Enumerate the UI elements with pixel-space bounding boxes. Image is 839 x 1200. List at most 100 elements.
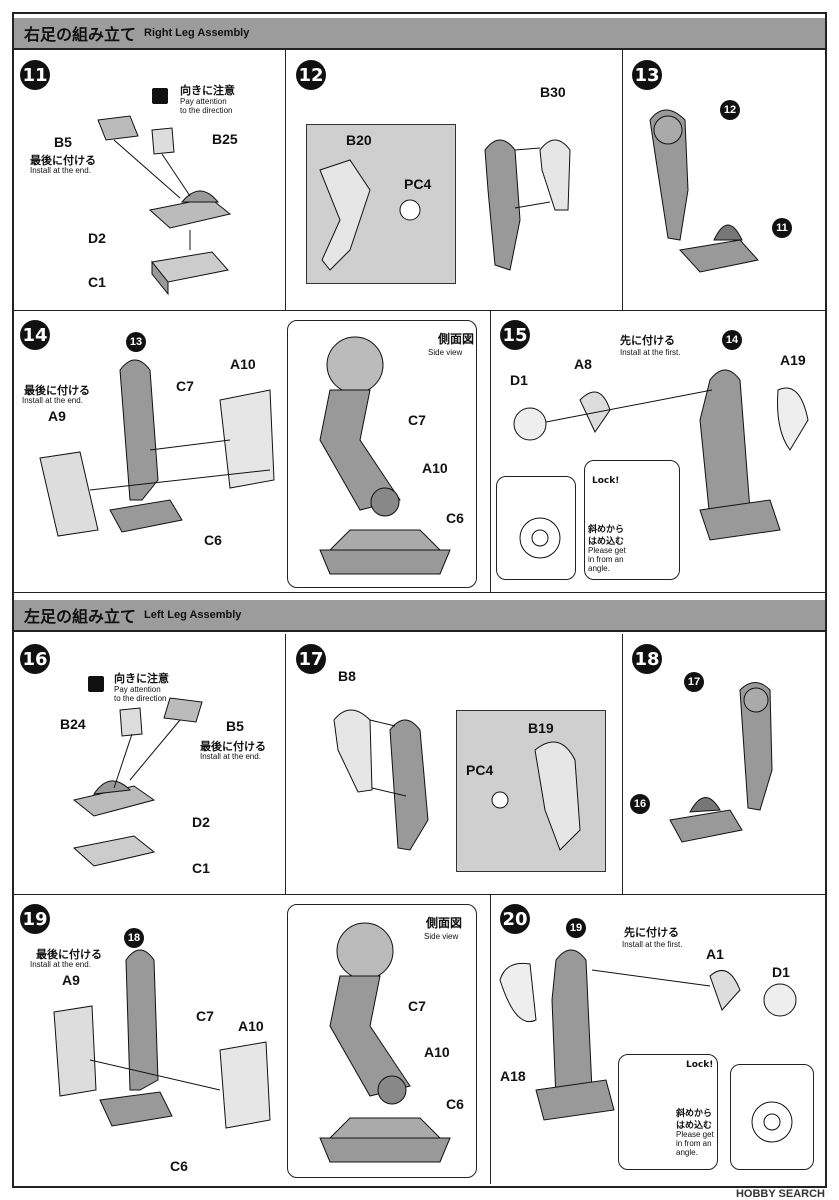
divider bbox=[14, 592, 825, 593]
part-label: C1 bbox=[192, 860, 210, 876]
attention-note-en: Pay attention bbox=[180, 97, 227, 106]
part-label: B25 bbox=[212, 131, 238, 147]
detail-inset bbox=[496, 476, 576, 580]
part-label: C7 bbox=[408, 412, 426, 428]
part-label: A1 bbox=[706, 946, 724, 962]
divider bbox=[622, 634, 623, 894]
angle-note-en: angle. bbox=[588, 564, 610, 573]
divider bbox=[622, 50, 623, 310]
step11-illustration bbox=[97, 115, 232, 296]
side-view-illustration bbox=[319, 336, 451, 575]
attention-note-en: to the direction bbox=[114, 694, 167, 703]
part-label: D2 bbox=[192, 814, 210, 830]
side-view-title-jp: 側面図 bbox=[426, 916, 463, 930]
step20-illustration bbox=[499, 949, 797, 1143]
part-label: C1 bbox=[88, 274, 106, 290]
section-title-jp: 左足の組み立て bbox=[24, 607, 137, 626]
part-label: A10 bbox=[424, 1044, 450, 1060]
step12-illustration bbox=[319, 139, 571, 271]
last-note-en: Install at the end. bbox=[200, 752, 261, 761]
step-number: 15 bbox=[500, 320, 530, 350]
last-note-jp: 最後に付ける bbox=[30, 154, 96, 167]
angle-note-jp: 斜めから bbox=[588, 525, 625, 535]
step-number: 12 bbox=[296, 60, 326, 90]
step-number: 17 bbox=[296, 644, 326, 674]
part-label: A9 bbox=[62, 972, 80, 988]
section-title-en: Left Leg Assembly bbox=[144, 609, 242, 621]
attention-note-jp: 向きに注意 bbox=[114, 672, 169, 685]
angle-note-en: angle. bbox=[676, 1148, 698, 1157]
side-view-panel bbox=[287, 320, 477, 588]
ref-badge: 13 bbox=[126, 332, 146, 352]
step-number: 16 bbox=[20, 644, 50, 674]
last-note-jp: 最後に付ける bbox=[36, 948, 102, 961]
part-label: C6 bbox=[446, 510, 464, 526]
part-label: A19 bbox=[780, 352, 806, 368]
divider bbox=[490, 894, 491, 1184]
part-label: A10 bbox=[422, 460, 448, 476]
first-note-en: Install at the first. bbox=[620, 348, 681, 357]
left-leg-header: 左足の組み立て Left Leg Assembly bbox=[14, 600, 825, 632]
part-label: PC4 bbox=[404, 176, 432, 192]
part-label: C6 bbox=[170, 1158, 188, 1174]
part-label: B20 bbox=[346, 132, 372, 148]
first-note-jp: 先に付ける bbox=[624, 926, 679, 939]
step14-illustration bbox=[39, 359, 275, 537]
lock-label: Lock! bbox=[592, 476, 620, 486]
part-label: A10 bbox=[230, 356, 256, 372]
angle-note-jp: 斜めから bbox=[676, 1109, 713, 1119]
attention-note-en: to the direction bbox=[180, 106, 233, 115]
step-number: 14 bbox=[20, 320, 50, 350]
step-number: 19 bbox=[20, 904, 50, 934]
step17-illustration bbox=[333, 709, 581, 851]
part-label: B30 bbox=[540, 84, 566, 100]
detail-inset bbox=[584, 460, 680, 580]
part-label: A8 bbox=[574, 356, 592, 372]
step-number: 18 bbox=[632, 644, 662, 674]
first-note-en: Install at the first. bbox=[622, 940, 683, 949]
ref-badge: 17 bbox=[684, 672, 704, 692]
ref-badge: 11 bbox=[772, 218, 792, 238]
step-number: 13 bbox=[632, 60, 662, 90]
pen-icon bbox=[152, 88, 168, 104]
step-number: 20 bbox=[500, 904, 530, 934]
ref-badge: 18 bbox=[124, 928, 144, 948]
part-label: PC4 bbox=[466, 762, 494, 778]
first-note-jp: 先に付ける bbox=[620, 334, 675, 347]
lock-label: Lock! bbox=[686, 1060, 714, 1070]
ref-badge: 14 bbox=[722, 330, 742, 350]
side-view-title-jp: 側面図 bbox=[438, 332, 475, 346]
divider bbox=[14, 310, 825, 311]
right-leg-header: 右足の組み立て Right Leg Assembly bbox=[14, 18, 825, 50]
side-view-title-en: Side view bbox=[424, 932, 459, 941]
ref-badge: 19 bbox=[566, 918, 586, 938]
part-label: D1 bbox=[510, 372, 528, 388]
step18-illustration bbox=[669, 682, 773, 843]
angle-note-en: Please get bbox=[588, 546, 626, 555]
attention-note-en: Pay attention bbox=[114, 685, 161, 694]
watermark: HOBBY SEARCH bbox=[735, 1188, 825, 1200]
divider bbox=[285, 634, 286, 894]
step16-illustration bbox=[72, 697, 203, 867]
detail-inset bbox=[618, 1054, 718, 1170]
part-label: A9 bbox=[48, 408, 66, 424]
part-label: B5 bbox=[226, 718, 244, 734]
part-label: D2 bbox=[88, 230, 106, 246]
detail-inset bbox=[730, 1064, 814, 1170]
side-view-title-en: Side view bbox=[428, 348, 463, 357]
section-title-en: Right Leg Assembly bbox=[144, 27, 250, 39]
section-title-jp: 右足の組み立て bbox=[24, 25, 137, 44]
step15-illustration bbox=[513, 369, 809, 559]
part-label: C7 bbox=[196, 1008, 214, 1024]
last-note-jp: 最後に付ける bbox=[200, 740, 266, 753]
angle-note-en: in from an bbox=[676, 1139, 712, 1148]
part-label: B5 bbox=[54, 134, 72, 150]
last-note-en: Install at the end. bbox=[30, 960, 91, 969]
divider bbox=[490, 310, 491, 592]
ref-badge: 16 bbox=[630, 794, 650, 814]
attention-note-jp: 向きに注意 bbox=[180, 84, 235, 97]
side-view-illustration bbox=[319, 922, 451, 1163]
last-note-jp: 最後に付ける bbox=[24, 384, 90, 397]
side-view-panel bbox=[287, 904, 477, 1178]
angle-note-jp: はめ込む bbox=[676, 1121, 713, 1131]
